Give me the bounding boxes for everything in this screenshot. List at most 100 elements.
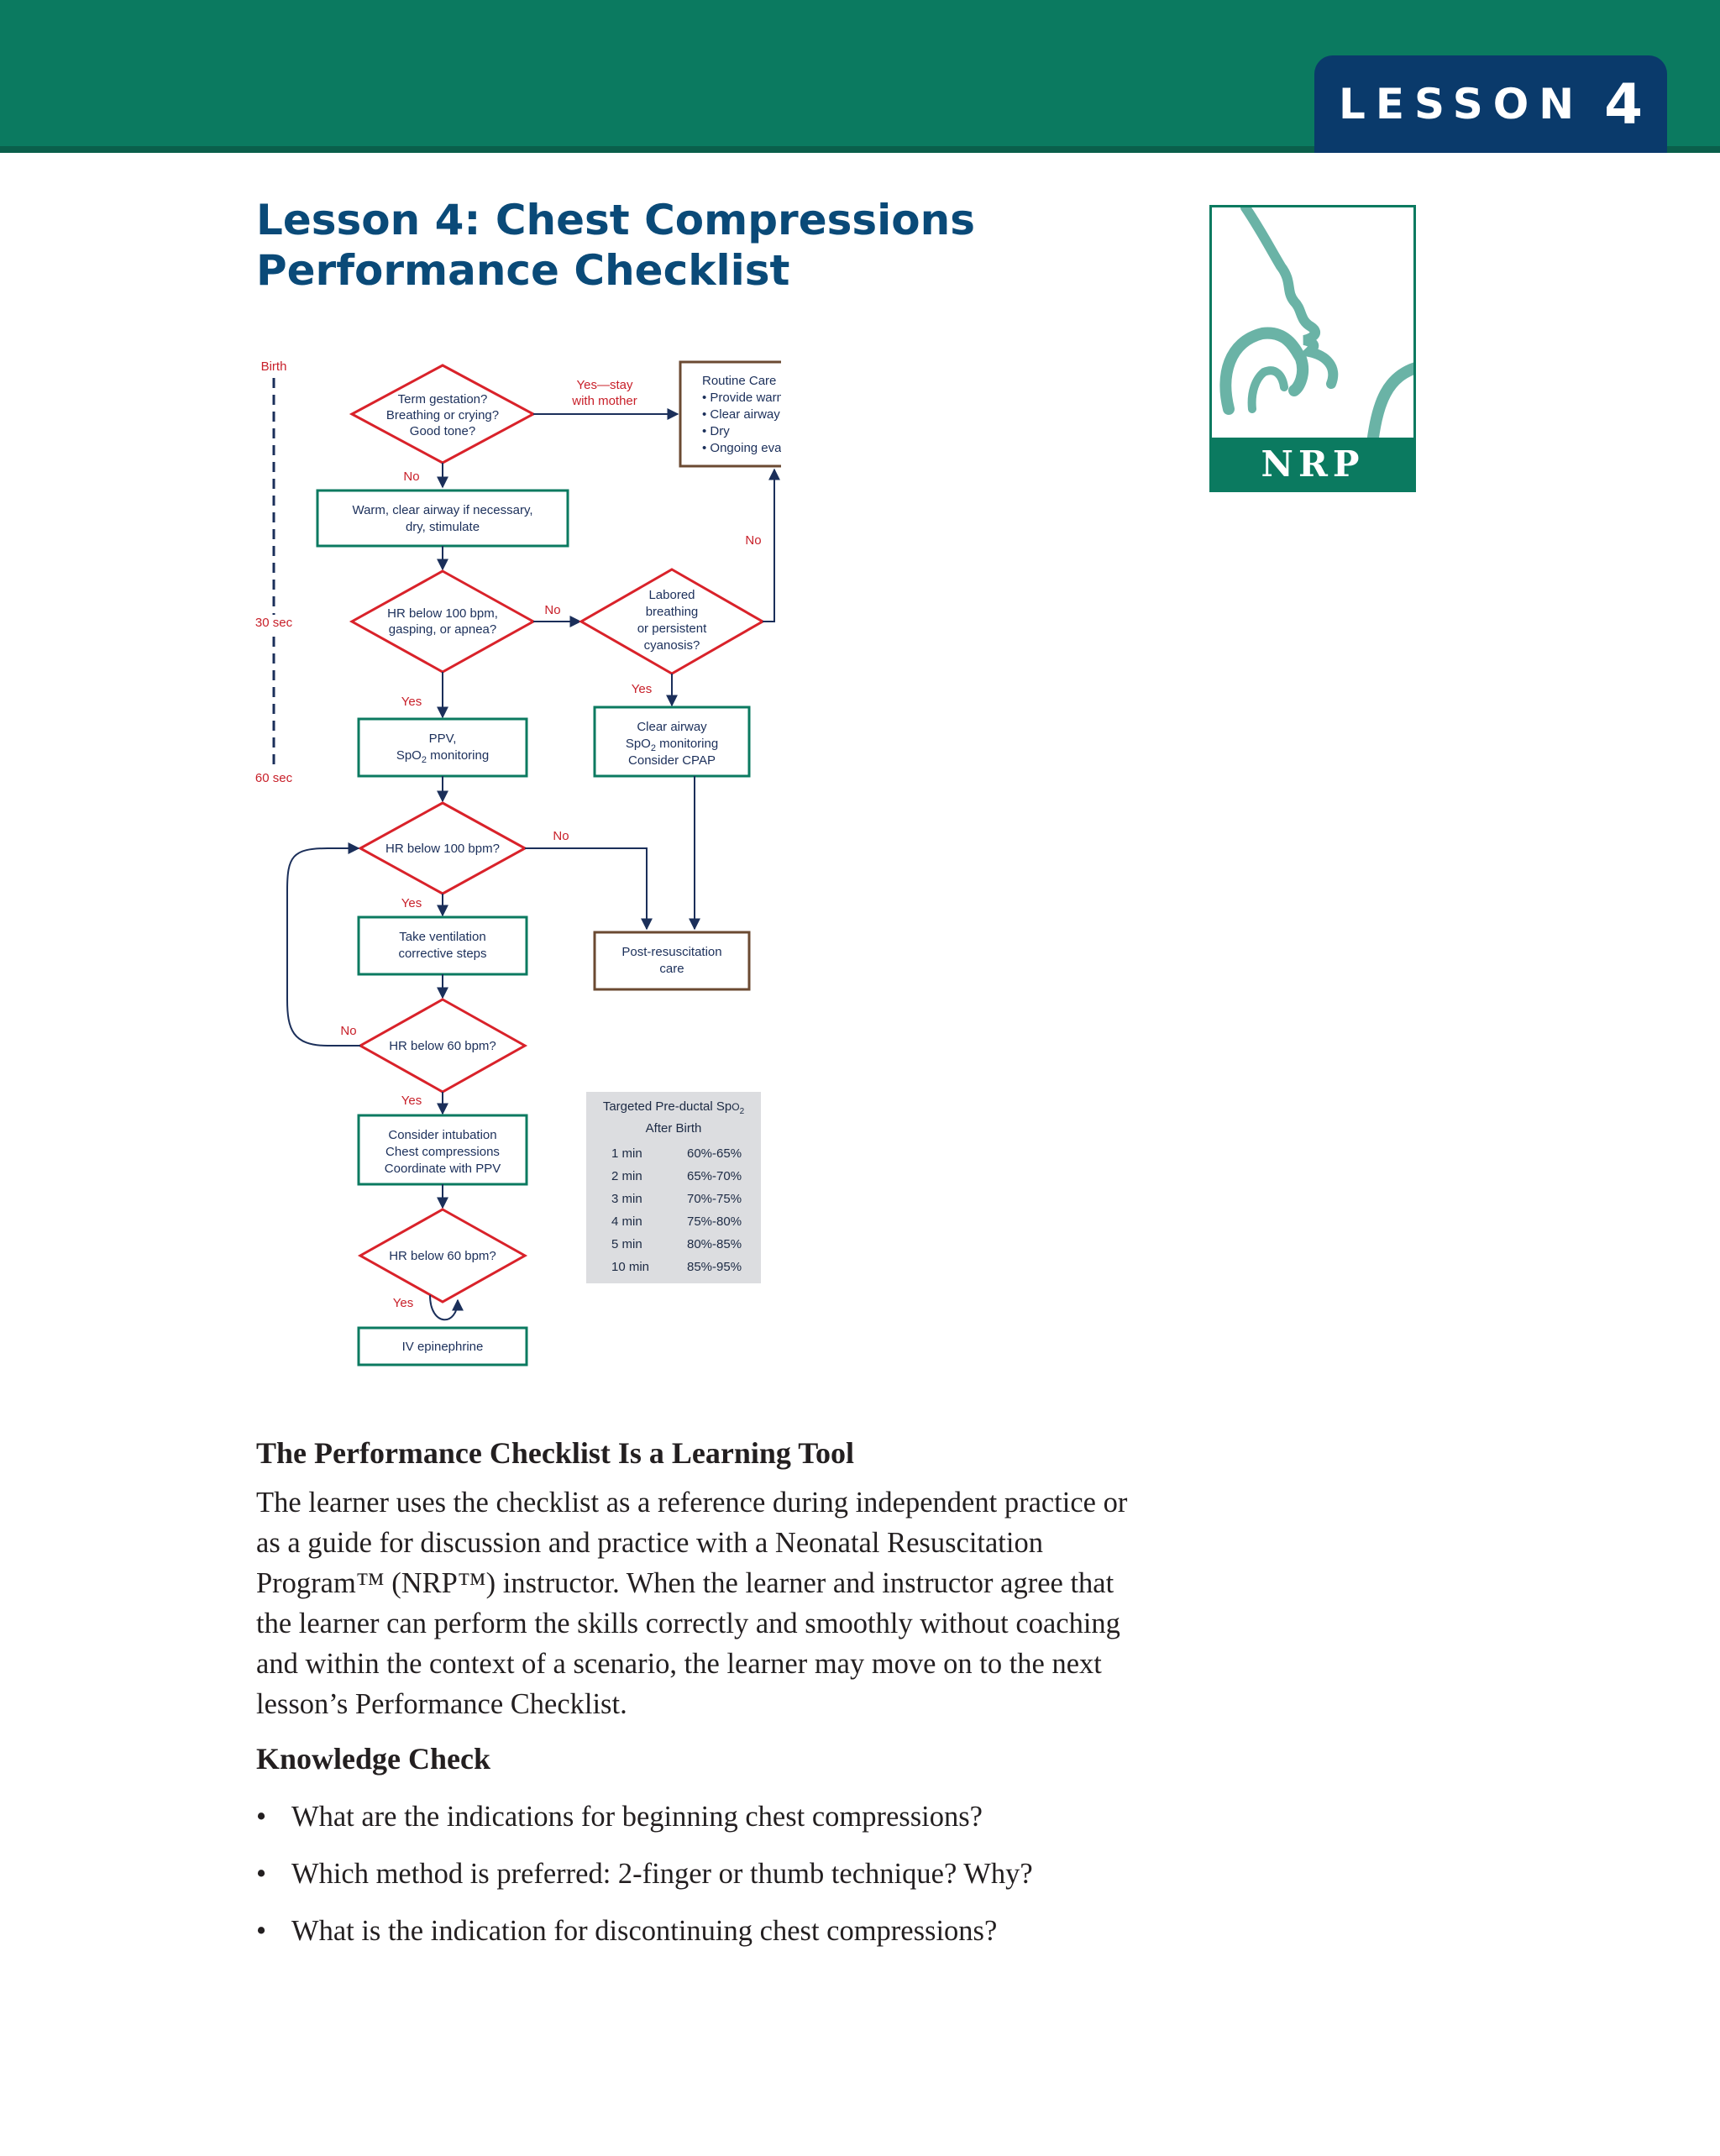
list-item-text: What are the indications for beginning c… <box>291 1801 983 1833</box>
compressions-line3: Coordinate with PPV <box>385 1162 501 1176</box>
list-item-text: Which method is preferred: 2-finger or t… <box>291 1858 1033 1890</box>
routine-care-item: • Clear airway if necessary <box>702 407 781 422</box>
clear-airway-line2: SpO2 monitoring <box>626 737 718 753</box>
list-item-text: What is the indication for discontinuing… <box>291 1915 998 1947</box>
label-yes: Yes <box>393 1296 413 1310</box>
ppv-line2: SpO2 monitoring <box>396 748 489 765</box>
decision-hr-gasping <box>349 569 537 674</box>
label-yes: Yes <box>401 1094 422 1108</box>
box-chest-compressions <box>357 1114 528 1186</box>
arrow-epi-loop <box>429 1294 464 1321</box>
iv-epinephrine-text: IV epinephrine <box>402 1340 484 1354</box>
post-resus-line1: Post-resuscitation <box>621 945 721 959</box>
arrow-labored-to-routine <box>763 468 780 622</box>
logo-text: NRP <box>1212 438 1413 490</box>
warm-line1: Warm, clear airway if necessary, <box>352 503 532 517</box>
clear-airway-line3: Consider CPAP <box>628 753 716 768</box>
lesson-label: LESSON <box>1338 80 1585 129</box>
label-no: No <box>553 829 569 843</box>
spo2-label: SpO <box>626 737 651 751</box>
ppv-line1: PPV, <box>429 732 457 746</box>
list-item: • What is the indication for discontinuin… <box>256 1911 1146 1951</box>
spo2-title-text: Targeted Pre-ductal Sp <box>602 1099 732 1114</box>
spo2-title-sub: 2 <box>739 1107 745 1116</box>
box-ppv <box>357 717 528 778</box>
ventilation-line2: corrective steps <box>398 947 486 961</box>
warm-line2: dry, stimulate <box>406 520 480 534</box>
knowledge-check-list: • What are the indications for beginning … <box>256 1797 1146 1951</box>
box-clear-airway <box>593 706 751 778</box>
section-heading-learning-tool: The Performance Checklist Is a Learning … <box>256 1436 854 1470</box>
table-row: 4 min 75%-80% <box>586 1210 761 1233</box>
row-range: 85%-95% <box>687 1260 742 1274</box>
label-yes: Yes <box>401 695 422 709</box>
nrp-logo: NRP <box>1209 205 1416 492</box>
page-title: Lesson 4: Chest Compressions Performance… <box>256 195 1012 296</box>
label-no: No <box>745 533 761 548</box>
decision-hr-gasping-line2: gasping, or apnea? <box>389 622 496 637</box>
decision-term-line3: Good tone? <box>410 424 475 438</box>
resuscitation-flowchart: Birth 30 sec 60 sec Term gestation? Brea… <box>255 359 781 1367</box>
list-item: •Which method is preferred: 2-finger or … <box>256 1854 1146 1894</box>
spo2-table-title: Targeted Pre-ductal SpO2 After Birth <box>586 1099 761 1137</box>
routine-care-item: • Ongoing evaluation <box>702 441 781 455</box>
timeline-30-sec: 30 sec <box>255 616 293 630</box>
labored-line3: or persistent <box>637 622 707 636</box>
bullet-icon: • <box>256 1915 267 1947</box>
list-item: • What are the indications for beginning … <box>256 1797 1146 1837</box>
monitoring-label: monitoring <box>427 748 489 763</box>
row-time: 4 min <box>611 1214 642 1229</box>
compressions-line2: Chest compressions <box>385 1145 500 1159</box>
arrow-q3-to-post-resus <box>525 847 653 931</box>
row-time: 10 min <box>611 1260 650 1274</box>
row-range: 70%-75% <box>687 1192 742 1206</box>
page-title-line2: Performance Checklist <box>256 246 790 295</box>
label-no: No <box>340 1024 356 1038</box>
labored-line1: Labored <box>648 588 695 602</box>
mother-and-baby-silhouette-icon <box>1219 207 1413 443</box>
decision-term-line2: Breathing or crying? <box>386 408 499 422</box>
timeline-60-sec: 60 sec <box>255 771 293 785</box>
arrow-loop-back <box>286 842 360 1047</box>
row-range: 60%-65% <box>687 1146 742 1161</box>
decision-hr-below-60-again <box>357 1208 528 1304</box>
monitoring-label: monitoring <box>656 737 718 751</box>
spo2-title-o: O <box>732 1101 740 1113</box>
box-iv-epinephrine <box>357 1326 528 1367</box>
label-with-mother: with mother <box>571 394 637 408</box>
row-time: 3 min <box>611 1192 642 1206</box>
table-row: 10 min 85%-95% <box>586 1256 761 1278</box>
decision-hr-below-60-again-text: HR below 60 bpm? <box>389 1249 496 1263</box>
clear-airway-line1: Clear airway <box>637 720 707 734</box>
decision-hr-below-100-text: HR below 100 bpm? <box>385 842 500 856</box>
table-row: 3 min 70%-75% <box>586 1188 761 1210</box>
routine-care-title: Routine Care <box>702 374 776 388</box>
section-heading-knowledge-check: Knowledge Check <box>256 1742 490 1776</box>
spo2-subscript: 2 <box>422 755 427 765</box>
decision-hr-below-60-text: HR below 60 bpm? <box>389 1039 496 1053</box>
timeline-birth: Birth <box>261 359 287 374</box>
row-range: 65%-70% <box>687 1169 742 1183</box>
row-time: 1 min <box>611 1146 642 1161</box>
box-warm-stimulate <box>316 489 569 548</box>
row-range: 75%-80% <box>687 1214 742 1229</box>
label-yes: Yes <box>632 682 652 696</box>
table-row: 1 min 60%-65% <box>586 1142 761 1165</box>
label-no: No <box>403 469 419 484</box>
routine-care-item: • Dry <box>702 424 730 438</box>
learning-tool-paragraph: The learner uses the checklist as a refe… <box>256 1487 1128 1720</box>
box-ventilation-steps <box>357 915 528 976</box>
decision-term-line1: Term gestation? <box>398 392 488 407</box>
decision-hr-gasping-line1: HR below 100 bpm, <box>387 606 498 621</box>
label-no: No <box>544 603 560 617</box>
table-row: 2 min 65%-70% <box>586 1165 761 1188</box>
labored-line4: cyanosis? <box>644 638 700 653</box>
box-routine-care <box>679 360 781 468</box>
post-resus-line2: care <box>659 962 684 976</box>
row-time: 2 min <box>611 1169 642 1183</box>
page-title-line1: Lesson 4: Chest Compressions <box>256 196 975 244</box>
box-post-resuscitation <box>593 931 751 991</box>
ventilation-line1: Take ventilation <box>399 930 485 944</box>
bullet-icon: • <box>256 1801 267 1833</box>
